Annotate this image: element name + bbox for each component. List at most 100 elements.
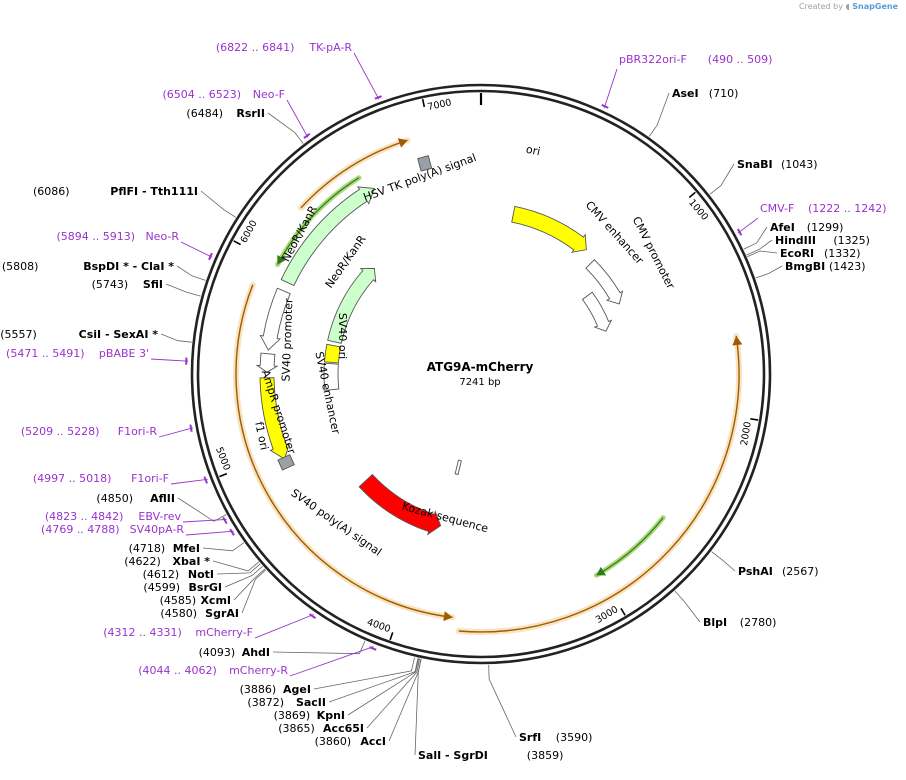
site-name-srfi: SrfI	[519, 731, 541, 744]
primer-name-sv40pa-r: SV40pA-R	[130, 523, 185, 536]
site-position: (4622)	[124, 555, 161, 568]
primer-leader-tk-pa-r	[354, 53, 379, 99]
site-name-rsrii: RsrII	[236, 107, 265, 120]
site-position: (5557)	[0, 328, 37, 341]
site-position: (3869)	[274, 709, 311, 722]
feature-label-ori: ori	[525, 143, 542, 159]
ruler-label: 7000	[427, 97, 453, 113]
primer-range: (4044 .. 4062)	[138, 664, 217, 677]
site-name-asei: AseI	[672, 87, 699, 100]
site-name-ecori: EcoRI	[780, 247, 814, 260]
site-position: (1423)	[829, 260, 866, 273]
site-leader-noti	[217, 564, 260, 574]
site-name-bspdi-clai: BspDI * - ClaI *	[83, 260, 174, 273]
primer-range: (4312 .. 4331)	[103, 626, 182, 639]
primer-leader-sv40pa-r	[186, 531, 234, 535]
site-position: (3872)	[247, 696, 284, 709]
site-position: (4093)	[199, 646, 236, 659]
primer-name-neo-f: Neo-F	[253, 88, 285, 101]
site-position: (3865)	[278, 722, 315, 735]
site-position: (4599)	[143, 581, 180, 594]
primer-range: (6822 .. 6841)	[216, 41, 295, 54]
site-leader-asei	[649, 93, 669, 137]
site-name-acci: AccI	[360, 735, 386, 748]
site-leader-sfii	[166, 284, 201, 296]
site-leader-rsrii	[268, 113, 303, 144]
ruler-tick	[621, 608, 625, 615]
feature-label-sv40p: SV40 promoter	[280, 298, 296, 382]
site-position: (4585)	[160, 594, 197, 607]
feature-label-mcherry: mCherry	[341, 561, 391, 590]
primer-name-mcherry-r: mCherry-R	[229, 664, 288, 677]
site-name-pflfi-tth111i: PflFI - Tth111I	[110, 185, 198, 198]
site-name-sgrai: SgrAI	[205, 607, 239, 620]
site-leader-kpni	[348, 658, 419, 715]
primer-name-f1ori-r: F1ori-R	[118, 425, 158, 438]
ruler-label: 2000	[739, 421, 754, 447]
site-leader-ahdi	[273, 641, 365, 654]
primer-leader-pbr322ori-f	[604, 69, 617, 108]
site-position: (1299)	[807, 221, 844, 234]
site-position: (4612)	[143, 568, 180, 581]
site-position: (1325)	[833, 234, 870, 247]
primer-leader-cmv-f	[738, 218, 758, 233]
site-leader-pflfi-tth111i	[201, 191, 236, 217]
site-leader-snabi	[710, 164, 734, 194]
site-position: (3859)	[527, 749, 564, 762]
site-name-pshai: PshAI	[738, 565, 773, 578]
site-position: (6484)	[186, 107, 223, 120]
primer-range: (6504 .. 6523)	[162, 88, 241, 101]
watermark-created-by: Created by	[799, 2, 843, 11]
site-name-bmgbi: BmgBI	[785, 260, 825, 273]
site-position: (1043)	[781, 158, 818, 171]
site-position: (6086)	[33, 185, 70, 198]
site-position: (3860)	[315, 735, 352, 748]
site-name-xbai: XbaI *	[173, 555, 211, 568]
ruler-tick	[390, 632, 393, 640]
site-leader-aflii	[178, 498, 226, 521]
site-name-hindiii: HindIII	[775, 234, 816, 247]
site-name-ahdi: AhdI	[242, 646, 270, 659]
primer-name-ebv-rev: EBV-rev	[138, 510, 181, 523]
site-name-snabi: SnaBI	[737, 158, 773, 171]
plasmid-name: ATG9A-mCherry	[427, 360, 534, 374]
primer-leader-f1ori-r	[159, 428, 193, 437]
primer-mark-ebv-rev	[223, 517, 227, 523]
site-position: (4580)	[160, 607, 197, 620]
feature-box-kozak-sequence	[455, 460, 461, 474]
primer-name-mcherry-f: mCherry-F	[195, 626, 253, 639]
site-position: (4718)	[129, 542, 166, 555]
site-leader-bmgbi	[756, 266, 782, 278]
snapgene-watermark: Created by ◖ SnapGene	[799, 2, 898, 11]
site-name-acc65i: Acc65I	[323, 722, 364, 735]
primer-leader-neo-f	[287, 100, 308, 138]
site-name-aflii: AflII	[150, 492, 175, 505]
site-leader-bspdi-clai	[177, 266, 206, 280]
site-leader-pshai	[712, 552, 736, 571]
primer-name-cmv-f: CMV-F	[760, 202, 794, 215]
site-position: (2567)	[782, 565, 819, 578]
primer-name-pbabe-3: pBABE 3'	[99, 347, 149, 360]
feature-cmv-promoter	[583, 292, 612, 331]
ruler-label: 4000	[365, 617, 391, 635]
primer-range: (4769 .. 4788)	[41, 523, 120, 536]
site-position: (1332)	[824, 247, 861, 260]
primer-leader-neo-r	[181, 242, 212, 257]
feature-ori	[512, 206, 587, 252]
site-leader-blpi	[675, 591, 700, 622]
primer-range: (5471 .. 5491)	[6, 347, 85, 360]
primer-range: (5209 .. 5228)	[21, 425, 100, 438]
site-name-csii-sexai: CsiI - SexAI *	[79, 328, 159, 341]
site-position: (2780)	[740, 616, 777, 629]
site-name-agei: AgeI	[283, 683, 311, 696]
feature-mcherry	[359, 475, 440, 535]
site-position: (710)	[709, 87, 739, 100]
site-name-mfei: MfeI	[173, 542, 200, 555]
plasmid-size: 7241 bp	[459, 377, 500, 388]
site-name-sacii: SacII	[296, 696, 326, 709]
primer-leader-mcherry-f	[255, 615, 314, 638]
ruler-label: 5000	[213, 446, 232, 473]
backbone-outer-ring	[192, 85, 770, 663]
